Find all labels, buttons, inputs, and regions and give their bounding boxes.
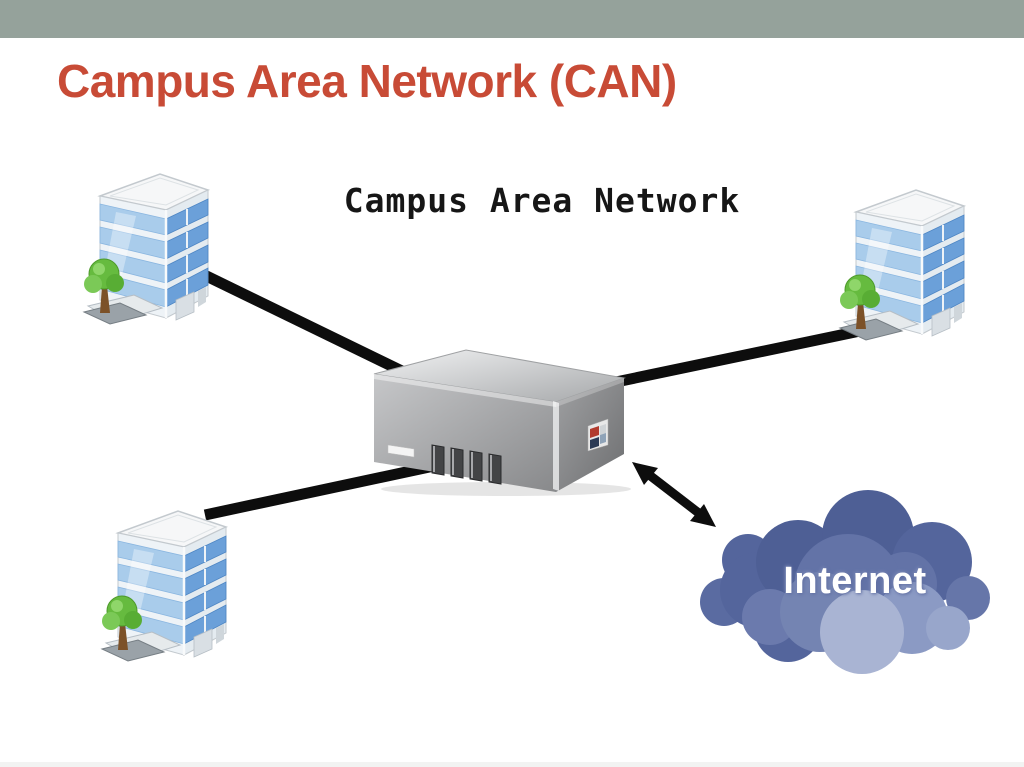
building-bottom-left-icon bbox=[100, 509, 228, 662]
internet-cloud-icon bbox=[700, 490, 990, 674]
switch-internet-arrow bbox=[632, 462, 716, 527]
switch-logo-badge bbox=[587, 418, 609, 452]
slide-top-bar bbox=[0, 0, 1024, 38]
link-bottomleft-switch bbox=[203, 457, 450, 521]
link-switch-topright bbox=[614, 325, 862, 388]
internet-label: Internet bbox=[783, 560, 927, 602]
switch-label-plate bbox=[387, 444, 415, 458]
building-top-left-icon bbox=[82, 172, 210, 325]
slide-bottom-edge bbox=[0, 762, 1024, 767]
building-top-right-icon bbox=[838, 188, 966, 341]
network-switch-icon bbox=[373, 349, 631, 496]
slide-title: Campus Area Network (CAN) bbox=[57, 55, 677, 107]
diagram-title: Campus Area Network bbox=[343, 181, 741, 220]
switch-vents bbox=[431, 444, 502, 485]
